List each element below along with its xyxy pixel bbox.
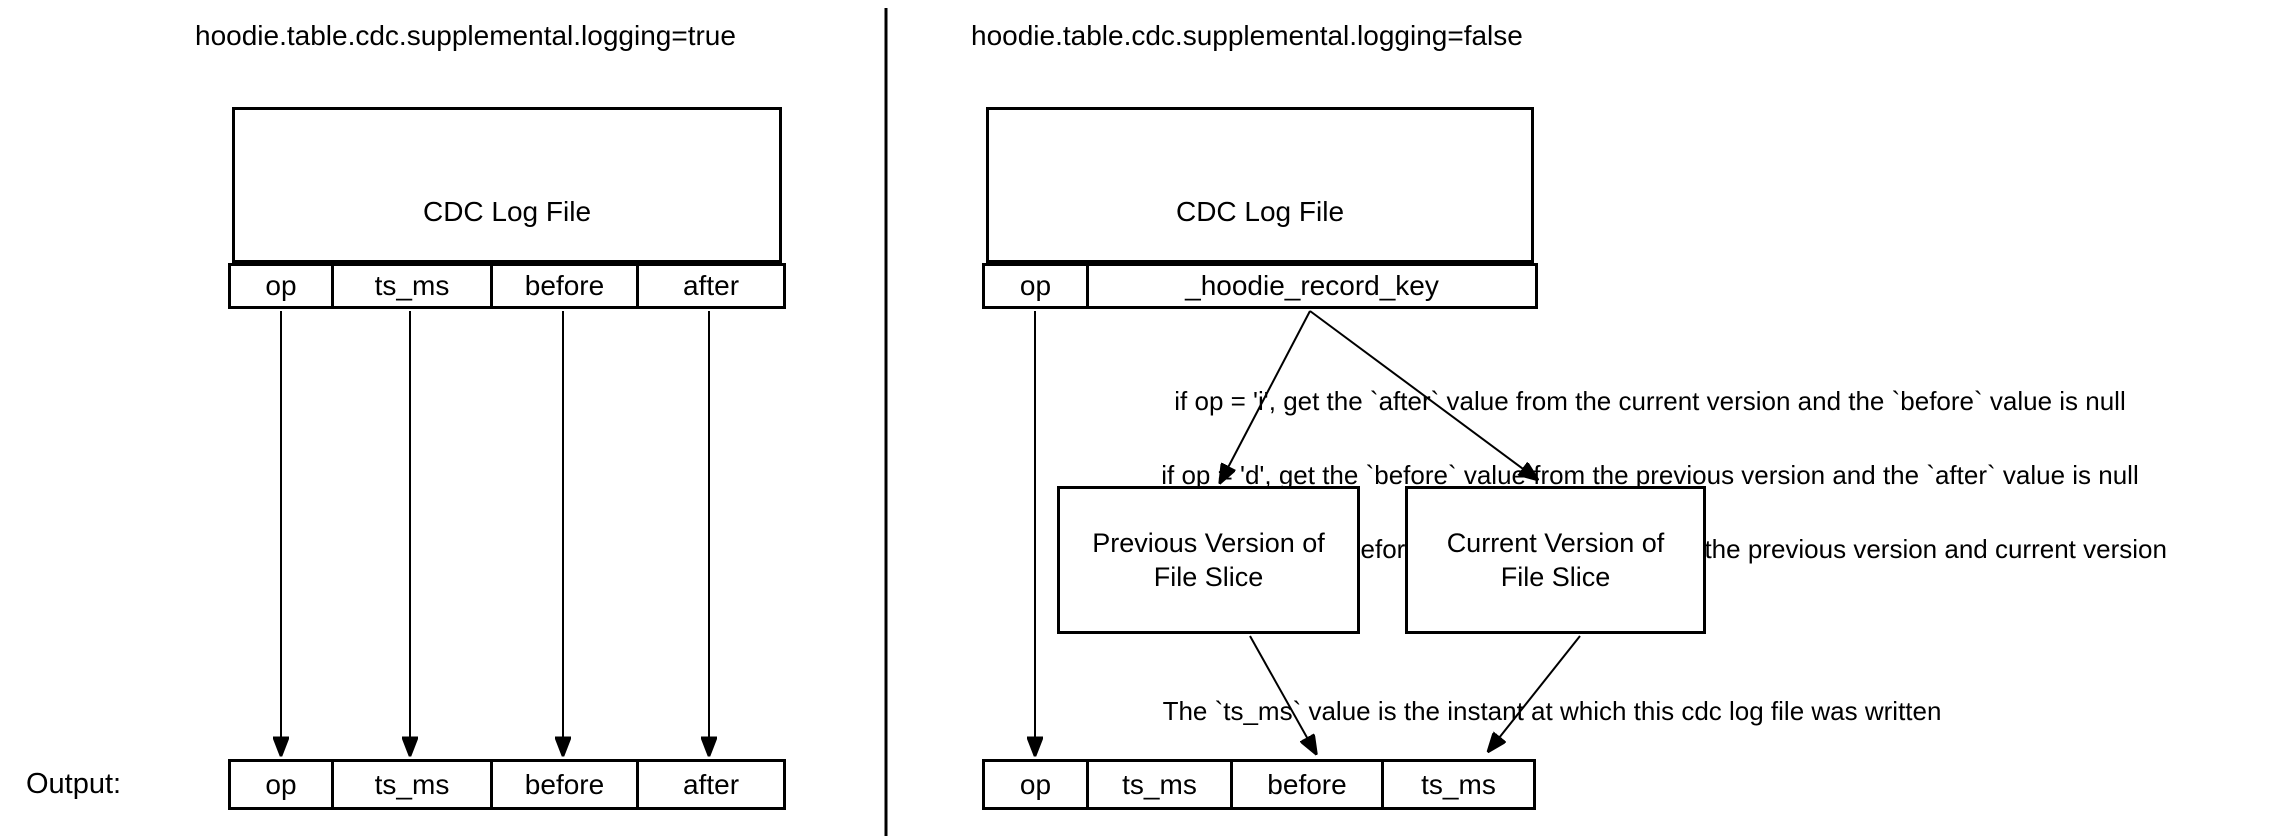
left-output-cell-after: after	[636, 762, 783, 807]
left-output-row: op ts_ms before after	[228, 759, 786, 810]
left-header-cell-op: op	[265, 270, 297, 301]
left-cdc-log-file-box: CDC Log File	[232, 107, 782, 263]
ts-ms-note-text: The `ts_ms` value is the instant at whic…	[1162, 696, 1942, 726]
left-output-cell-before: before	[490, 762, 636, 807]
left-header-cell-ts-ms: ts_ms	[331, 266, 490, 306]
left-header-cell-before: before	[490, 266, 636, 306]
right-cdc-log-file-box: CDC Log File	[986, 107, 1534, 263]
left-output-cell-op: op	[265, 768, 297, 800]
right-panel-title: hoodie.table.cdc.supplemental.logging=fa…	[971, 20, 1523, 51]
left-header-cell-after: after	[636, 266, 783, 306]
left-output-cell-ts-ms: ts_ms	[331, 762, 490, 807]
right-cdc-log-file-label: CDC Log File	[1175, 196, 1345, 227]
right-header-cell-op: op	[1019, 270, 1052, 301]
arrow-current-version-to-output	[1491, 635, 1581, 748]
left-panel-title: hoodie.table.cdc.supplemental.logging=tr…	[195, 20, 736, 51]
left-cdc-log-file-label: CDC Log File	[422, 196, 592, 227]
right-output-cell-op: op	[1019, 768, 1052, 800]
previous-version-file-slice-label: Previous Version of File Slice	[1092, 528, 1325, 592]
output-label: Output:	[26, 768, 122, 800]
right-output-row: op ts_ms before ts_ms	[982, 759, 1536, 810]
right-header-cell-hoodie-record-key: _hoodie_record_key	[1086, 266, 1535, 306]
right-output-cell-ts-ms: ts_ms	[1086, 762, 1230, 807]
current-version-file-slice-label: Current Version of File Slice	[1446, 528, 1665, 592]
previous-version-file-slice-box: Previous Version of File Slice	[1057, 486, 1360, 634]
right-output-cell-before: before	[1230, 762, 1381, 807]
arrow-previous-version-to-output	[1249, 635, 1314, 750]
right-output-cell-ts-ms2: ts_ms	[1381, 762, 1533, 807]
right-cdc-header-row: op _hoodie_record_key	[982, 263, 1538, 309]
left-cdc-header-row: op ts_ms before after	[228, 263, 786, 309]
current-version-file-slice-box: Current Version of File Slice	[1405, 486, 1706, 634]
op-rule-insert: if op = 'i', get the `after` value from …	[1174, 386, 2126, 416]
